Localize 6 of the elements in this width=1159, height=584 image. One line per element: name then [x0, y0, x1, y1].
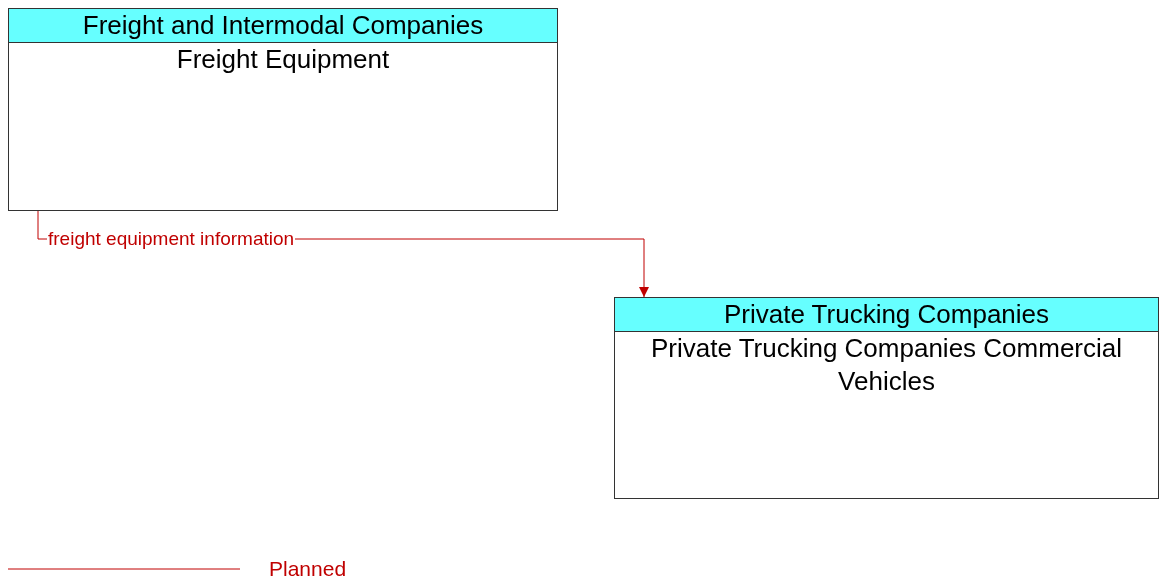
component-box — [614, 297, 1159, 499]
component-box — [8, 8, 558, 211]
element-name: Freight Equipment — [175, 43, 391, 76]
header-text: Freight and Intermodal Companies — [9, 9, 557, 43]
element-name: Private Trucking Companies Commercial Vehicles — [649, 332, 1123, 398]
header-text: Private Trucking Companies — [615, 298, 1158, 332]
